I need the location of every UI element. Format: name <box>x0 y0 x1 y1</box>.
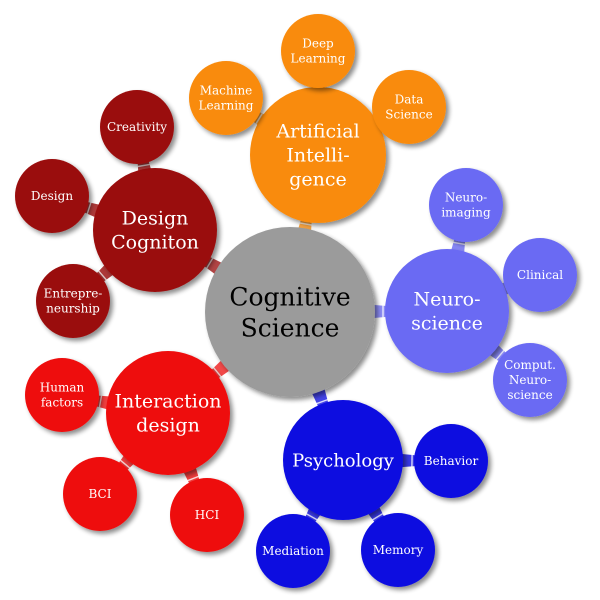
child-node-memory-circle <box>361 513 435 587</box>
child-node-creativity-label-line: Creativity <box>107 120 167 134</box>
connector-psychology-memory-notch <box>372 513 384 521</box>
child-node-memory-label-line: Memory <box>373 543 424 557</box>
child-node-neuroimaging[interactable]: Neuro-imaging <box>429 168 503 242</box>
child-node-bci[interactable]: BCI <box>63 457 137 531</box>
child-node-comput-neuroscience-label-line: Comput. <box>504 358 556 372</box>
connector-neuroscience-comput-neuroscience-notch <box>495 350 505 361</box>
branch-node-design-cognition-label-line: Cogniton <box>111 232 199 254</box>
nodes: CognitiveScienceArtificialIntelli-genceD… <box>15 14 577 588</box>
child-node-neuroimaging-label-line: imaging <box>441 206 491 220</box>
child-node-design-label-line: Design <box>31 189 73 203</box>
child-node-entrepreneurship[interactable]: Entrepre-neurship <box>36 264 110 338</box>
connector-psychology-mediation-notch <box>306 513 318 521</box>
child-node-mediation-circle <box>256 514 330 588</box>
branch-node-design-cognition-label-line: Design <box>122 208 189 230</box>
child-node-human-factors-label-line: factors <box>41 396 83 410</box>
branch-node-neuroscience[interactable]: Neuro-science <box>385 249 509 373</box>
connector-center-design-cognition-notch <box>206 257 214 269</box>
branch-node-neuroscience-label-line: science <box>411 313 483 335</box>
child-node-mediation[interactable]: Mediation <box>256 514 330 588</box>
child-node-neuroimaging-label-line: Neuro- <box>445 191 487 205</box>
child-node-behavior-circle <box>414 424 488 498</box>
child-node-data-science-label-line: Data <box>395 93 424 107</box>
child-node-comput-neuroscience[interactable]: Comput.Neuro-science <box>493 343 567 417</box>
center-node-label-line: Science <box>241 313 340 342</box>
child-node-machine-learning-circle <box>189 61 263 135</box>
connector-interaction-design-hci-notch <box>187 475 199 482</box>
branch-node-interaction-design-circle <box>106 351 230 475</box>
child-node-neuroimaging-circle <box>429 168 503 242</box>
branch-node-psychology-label-line: Psychology <box>292 450 395 471</box>
branch-node-psychology-circle <box>283 400 403 520</box>
branch-node-ai-label-line: Artificial <box>275 121 359 143</box>
connector-center-interaction-design-notch <box>212 367 222 378</box>
branch-node-interaction-design-label-line: design <box>136 415 200 437</box>
child-node-deep-learning-label-line: Deep <box>302 37 334 51</box>
connector-interaction-design-bci-notch <box>120 459 131 469</box>
connector-design-cognition-entrepreneurship-notch <box>98 270 107 281</box>
child-node-deep-learning-circle <box>281 14 355 88</box>
child-node-hci[interactable]: HCI <box>170 478 244 552</box>
child-node-creativity[interactable]: Creativity <box>100 90 174 164</box>
branch-node-neuroscience-circle <box>385 249 509 373</box>
branch-node-neuroscience-label-line: Neuro- <box>413 289 480 311</box>
child-node-design-circle <box>15 159 89 233</box>
child-node-hci-label-line: HCI <box>195 508 220 522</box>
connector-ai-machine-learning-notch <box>255 113 263 124</box>
child-node-behavior-label-line: Behavior <box>424 454 479 468</box>
connector-design-cognition-design-notch <box>86 202 92 215</box>
branch-node-ai-label-line: gence <box>289 169 347 191</box>
child-node-mediation-label-line: Mediation <box>262 544 324 558</box>
branch-node-design-cognition-circle <box>93 168 217 292</box>
child-node-machine-learning-label-line: Machine <box>200 84 253 98</box>
child-node-entrepreneurship-label-line: neurship <box>46 302 100 316</box>
child-node-behavior[interactable]: Behavior <box>414 424 488 498</box>
child-node-data-science-label-line: Science <box>385 108 432 122</box>
child-node-bci-label-line: BCI <box>89 487 112 501</box>
child-node-memory[interactable]: Memory <box>361 513 435 587</box>
child-node-comput-neuroscience-label-line: science <box>507 388 552 402</box>
child-node-creativity-circle <box>100 90 174 164</box>
child-node-clinical-circle <box>503 238 577 312</box>
child-node-entrepreneurship-label-line: Entrepre- <box>44 287 103 301</box>
child-node-human-factors-circle <box>25 358 99 432</box>
connector-center-psychology-notch <box>316 398 328 405</box>
child-node-bci-circle <box>63 457 137 531</box>
child-node-design[interactable]: Design <box>15 159 89 233</box>
center-node-label-line: Cognitive <box>229 282 350 311</box>
branch-node-psychology[interactable]: Psychology <box>283 400 403 520</box>
child-node-machine-learning-label-line: Learning <box>199 99 254 113</box>
child-node-hci-circle <box>170 478 244 552</box>
child-node-human-factors-label-line: Human <box>40 381 85 395</box>
connector-neuroscience-neuroimaging-notch <box>453 241 466 246</box>
connector-design-cognition-creativity-notch <box>137 163 150 168</box>
branch-node-interaction-design-label-line: Interaction <box>114 391 221 413</box>
child-node-entrepreneurship-circle <box>36 264 110 338</box>
branch-node-ai-label-line: Intelli- <box>286 145 349 167</box>
connector-center-ai-notch <box>299 222 312 226</box>
child-node-clinical[interactable]: Clinical <box>503 238 577 312</box>
center-node-cognitive-science-circle <box>205 227 375 397</box>
connector-interaction-design-human-factors-notch <box>98 395 103 408</box>
child-node-comput-neuroscience-label-line: Neuro- <box>509 373 551 387</box>
branch-node-ai-circle <box>250 87 386 223</box>
child-node-clinical-label-line: Clinical <box>517 268 563 282</box>
child-node-data-science-circle <box>372 70 446 144</box>
child-node-deep-learning-label-line: Learning <box>291 52 346 66</box>
child-node-comput-neuroscience-circle <box>493 343 567 417</box>
